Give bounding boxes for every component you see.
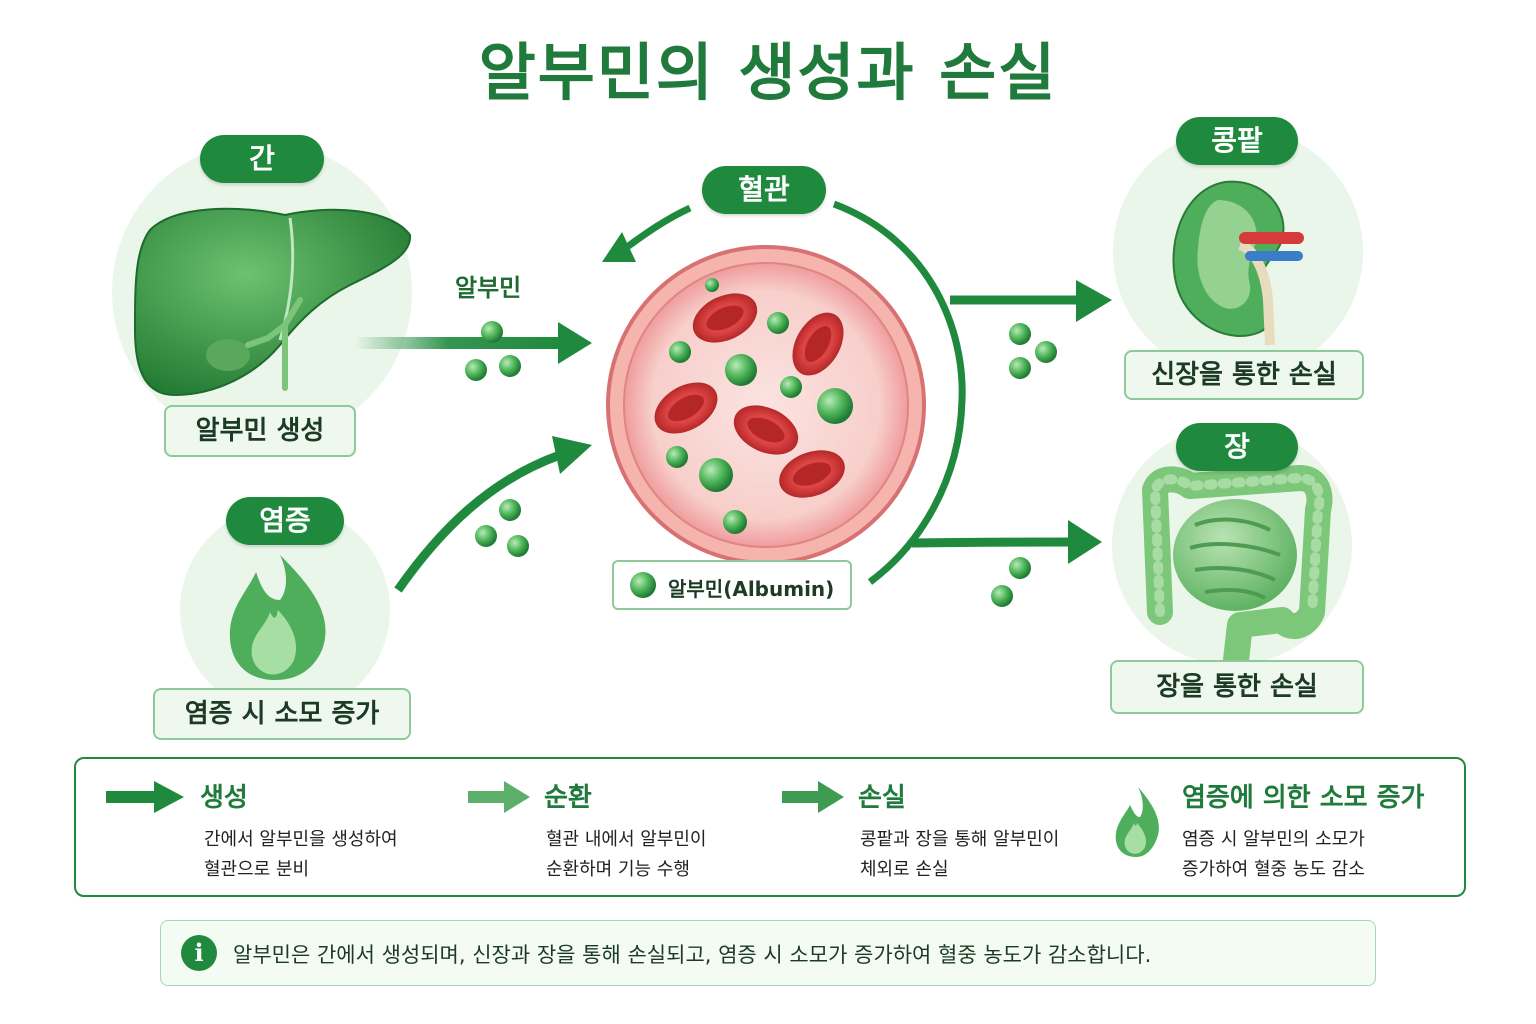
albumin-particle [1035, 341, 1057, 363]
albumin-particle [499, 355, 521, 377]
kidney-caption: 신장을 통한 손실 [1124, 350, 1364, 400]
albumin-legend-text: 알부민(Albumin) [668, 577, 835, 601]
albumin-particle [705, 278, 719, 292]
legend-line: 체외로 손실 [860, 859, 949, 880]
legend-item-loss: 손실 콩팥과 장을 통해 알부민이 체외로 손실 [782, 759, 1082, 895]
liver-label: 간 [200, 135, 324, 183]
legend-line: 콩팥과 장을 통해 알부민이 [860, 829, 1060, 850]
red-blood-cell [733, 405, 799, 455]
page-title: 알부민의 생성과 손실 [478, 36, 1058, 109]
legend-title: 손실 [858, 783, 906, 813]
albumin-particle [780, 376, 802, 398]
legend-panel: 생성 간에서 알부민을 생성하여 혈관으로 분비 순환 혈관 내에서 알부민이 … [74, 757, 1466, 897]
vessel-label: 혈관 [702, 166, 826, 214]
inflammation-caption: 염증 시 소모 증가 [153, 688, 411, 740]
albumin-flow-label: 알부민 [455, 274, 522, 302]
albumin-particle [1009, 357, 1031, 379]
albumin-particle [475, 525, 497, 547]
legend-line: 혈관 내에서 알부민이 [546, 829, 707, 850]
arrow-loss-intestine [911, 520, 1102, 564]
albumin-particle [465, 359, 487, 381]
legend-line: 염증 시 알부민의 소모가 [1182, 829, 1365, 850]
legend-item-inflammation: 염증에 의한 소모 증가 염증 시 알부민의 소모가 증가하여 혈중 농도 감소 [1112, 759, 1452, 895]
info-note: i 알부민은 간에서 생성되며, 신장과 장을 통해 손실되고, 염증 시 소모… [160, 920, 1376, 986]
albumin-legend-box: 알부민(Albumin) [612, 560, 852, 610]
albumin-particle [1009, 557, 1031, 579]
legend-line: 순환하며 기능 수행 [546, 859, 690, 880]
intestine-caption: 장을 통한 손실 [1110, 660, 1364, 714]
legend-item-production: 생성 간에서 알부민을 생성하여 혈관으로 분비 [106, 759, 436, 895]
legend-title: 순환 [544, 783, 592, 813]
albumin-particle [666, 446, 688, 468]
legend-title: 염증에 의한 소모 증가 [1182, 783, 1425, 813]
albumin-particle [725, 354, 757, 386]
legend-line: 혈관으로 분비 [204, 859, 310, 880]
albumin-particle [817, 388, 853, 424]
kidney-illustration [1172, 180, 1304, 346]
info-icon: i [181, 935, 217, 971]
inflammation-label: 염증 [226, 497, 344, 545]
albumin-icon [630, 572, 656, 598]
legend-line: 간에서 알부민을 생성하여 [204, 829, 398, 850]
arrow-loss-kidney [949, 280, 1112, 322]
red-blood-cell [779, 450, 845, 498]
red-blood-cell [692, 293, 758, 343]
kidney-label: 콩팥 [1176, 117, 1298, 165]
albumin-particle [1009, 323, 1031, 345]
albumin-particle [991, 585, 1013, 607]
red-blood-cell [654, 382, 718, 434]
albumin-particle [723, 510, 747, 534]
liver-caption: 알부민 생성 [164, 405, 356, 457]
info-note-text: 알부민은 간에서 생성되며, 신장과 장을 통해 손실되고, 염증 시 소모가 … [233, 943, 1152, 967]
red-blood-cells [654, 293, 845, 498]
arrow-icon [106, 781, 184, 813]
blood-vessel [606, 245, 926, 565]
albumin-particle [767, 312, 789, 334]
albumin-flow-dots [465, 321, 1057, 607]
arrow-production [355, 322, 592, 364]
arrow-icon [468, 781, 530, 813]
intestine-illustration [1142, 465, 1333, 673]
albumin-particle [499, 499, 521, 521]
intestine-label: 장 [1176, 423, 1298, 471]
albumin-particle [669, 341, 691, 363]
legend-line: 증가하여 혈중 농도 감소 [1182, 859, 1365, 880]
albumin-particle [507, 535, 529, 557]
arrow-consumption [394, 436, 592, 593]
arrow-circulation [602, 200, 966, 585]
flame-icon [1115, 787, 1159, 857]
legend-item-circulation: 순환 혈관 내에서 알부민이 순환하며 기능 수행 [468, 759, 768, 895]
arrow-icon [782, 781, 844, 813]
albumin-particle [699, 458, 733, 492]
albumin-particles [666, 278, 853, 534]
albumin-particle [481, 321, 503, 343]
legend-title: 생성 [200, 783, 248, 813]
liver-illustration [133, 207, 412, 397]
red-blood-cell [792, 312, 844, 376]
flame-icon [229, 555, 326, 680]
